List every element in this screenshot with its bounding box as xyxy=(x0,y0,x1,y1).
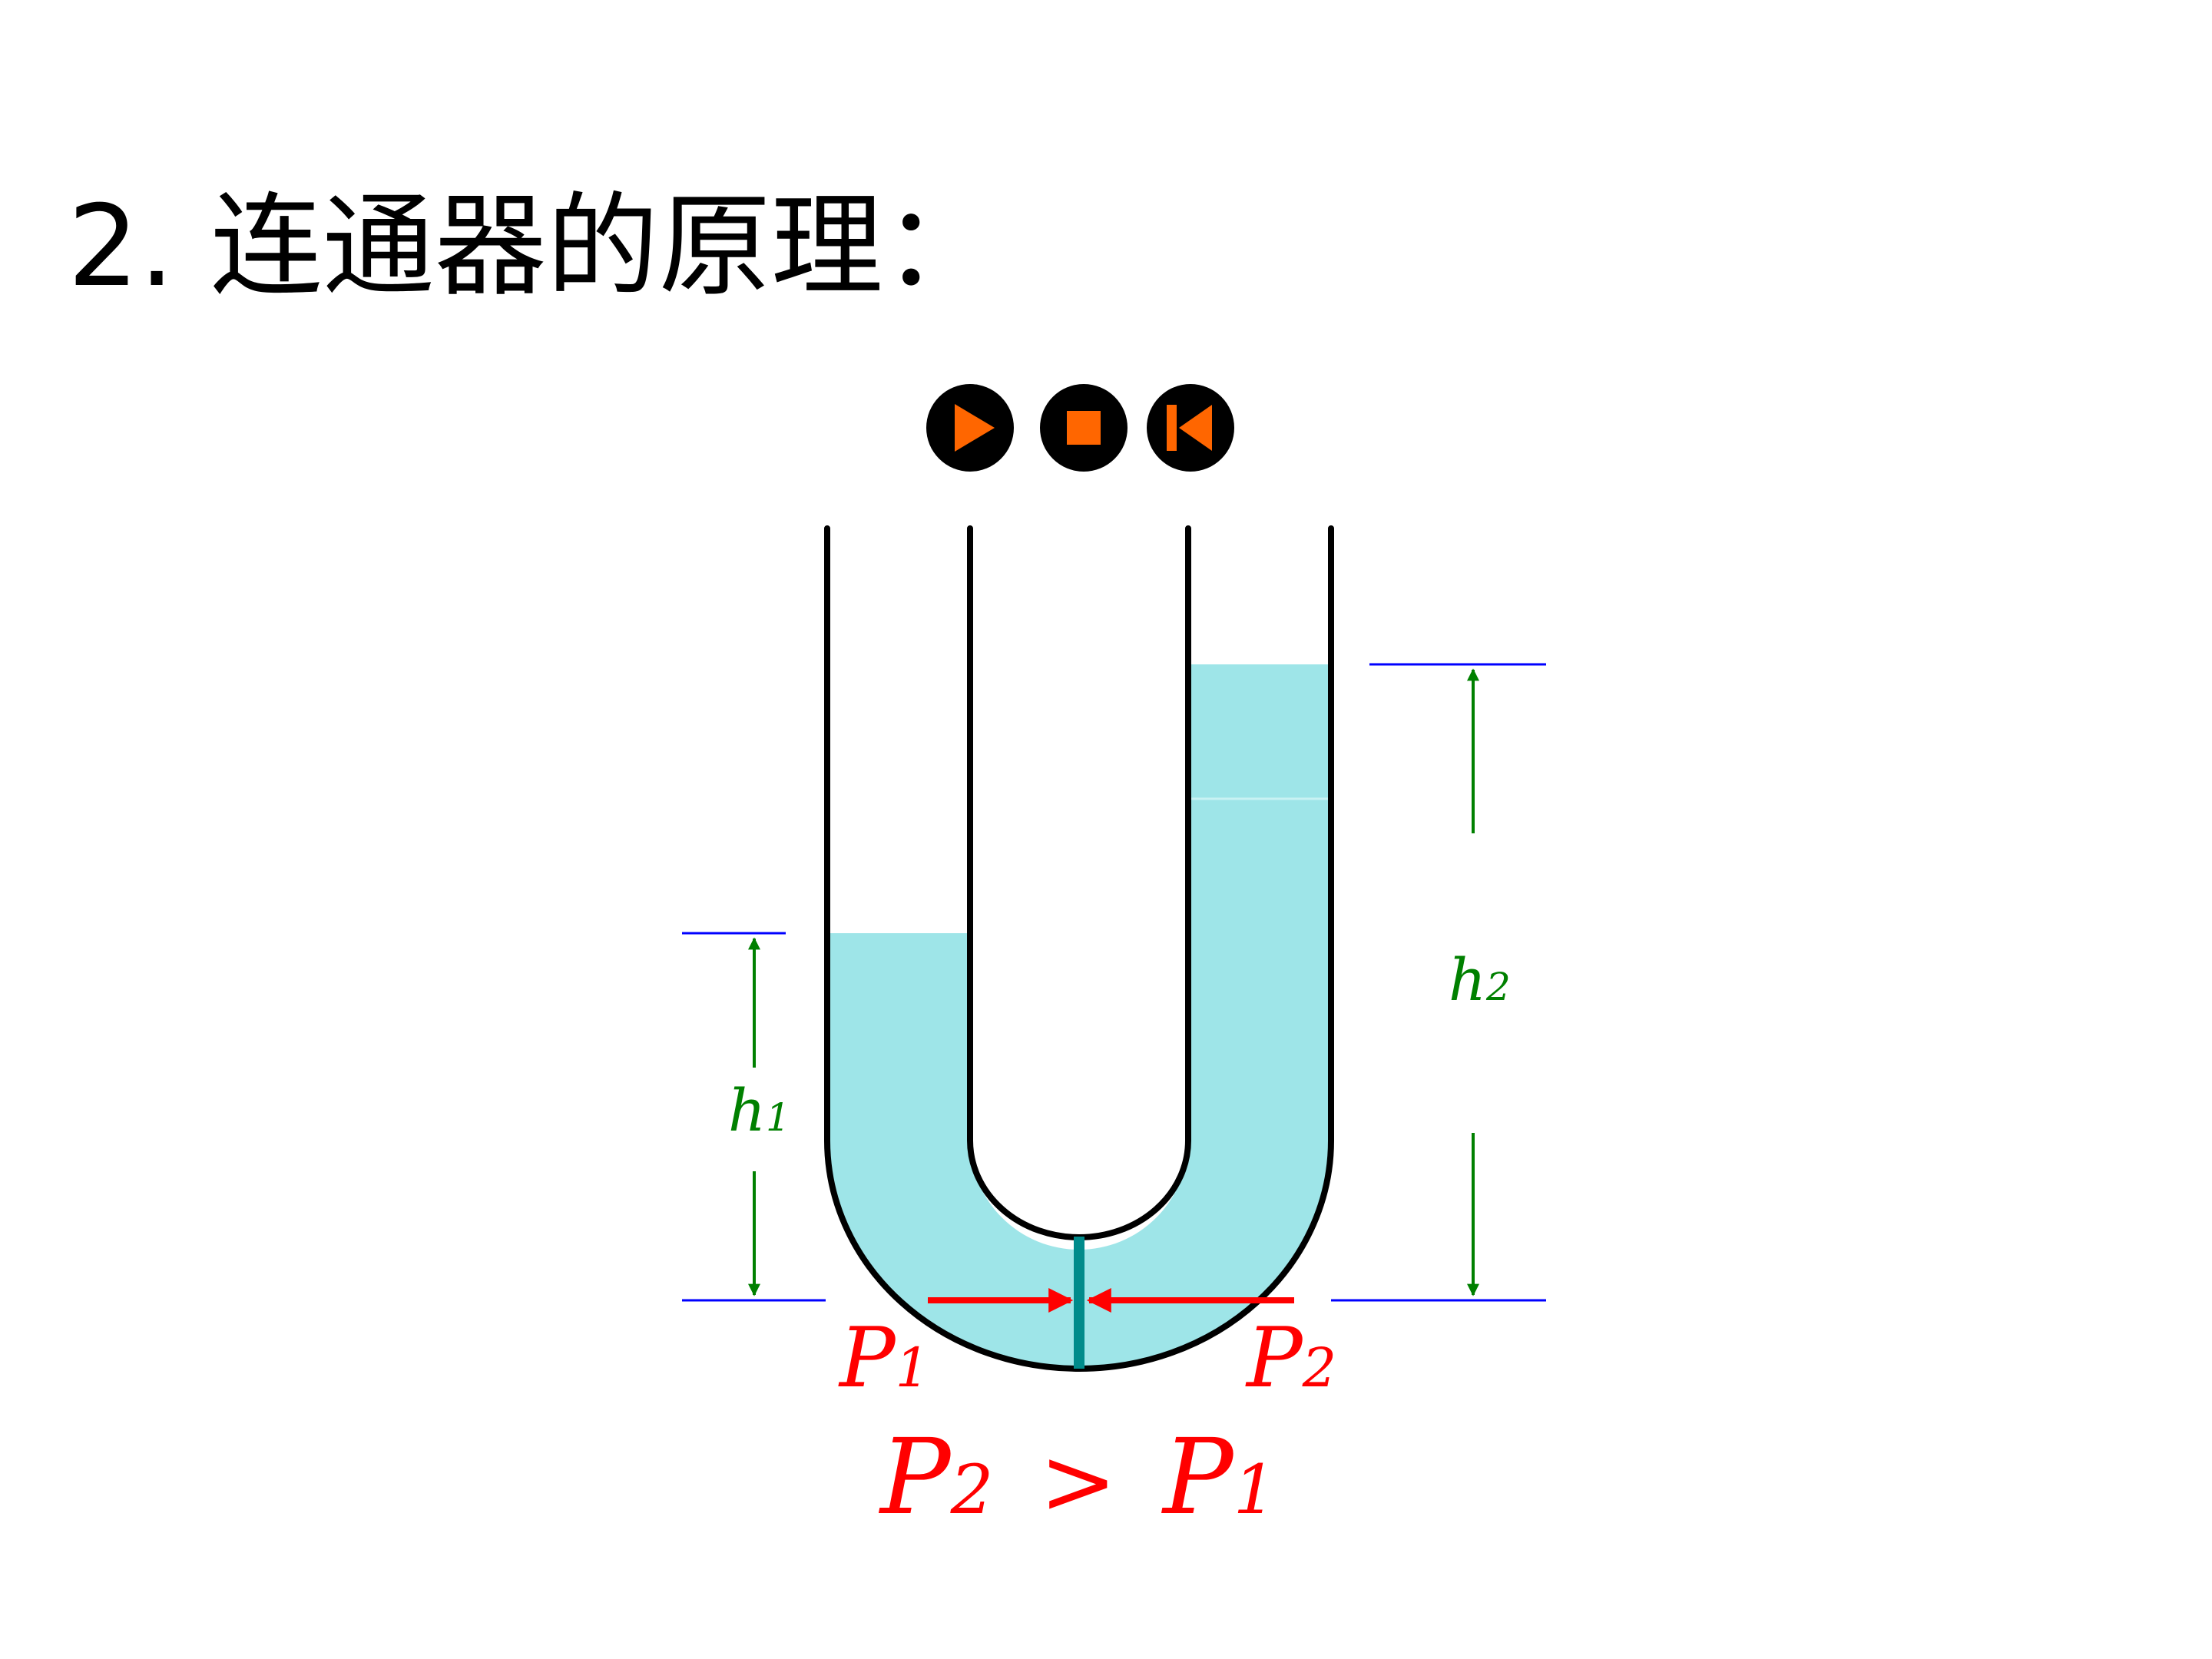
rewind-button[interactable] xyxy=(1147,384,1234,472)
relation-right-letter: P xyxy=(1161,1417,1235,1538)
relation-left-subscript: 2 xyxy=(950,1450,994,1529)
h1-subscript: 1 xyxy=(766,1095,790,1140)
p1-label: P1 xyxy=(838,1310,929,1406)
water xyxy=(827,664,1331,1369)
relation-operator: > xyxy=(1040,1429,1118,1535)
relation-right-subscript: 1 xyxy=(1233,1450,1277,1529)
p2-label: P2 xyxy=(1245,1310,1336,1406)
h1-label: h1 xyxy=(728,1076,790,1144)
h2-label: h2 xyxy=(1449,945,1511,1014)
stop-icon xyxy=(1067,411,1101,445)
slide-title: 2. 连通器的原理： xyxy=(68,181,995,312)
tube-inner-wall xyxy=(967,525,1191,1240)
h2-letter: h xyxy=(1449,945,1486,1014)
relation-left-letter: P xyxy=(878,1417,952,1538)
p1-letter: P xyxy=(838,1310,897,1406)
skip-to-start-icon xyxy=(1167,405,1212,451)
p2-subscript: 2 xyxy=(1302,1336,1337,1399)
pressure-relation: P2>P1 xyxy=(878,1417,1277,1538)
p1-subscript: 1 xyxy=(896,1336,930,1399)
stop-button[interactable] xyxy=(1040,384,1128,472)
play-icon xyxy=(955,404,995,452)
h2-subscript: 2 xyxy=(1485,965,1511,1009)
p2-letter: P xyxy=(1245,1310,1304,1406)
h1-letter: h xyxy=(728,1076,766,1144)
play-button[interactable] xyxy=(926,384,1014,472)
